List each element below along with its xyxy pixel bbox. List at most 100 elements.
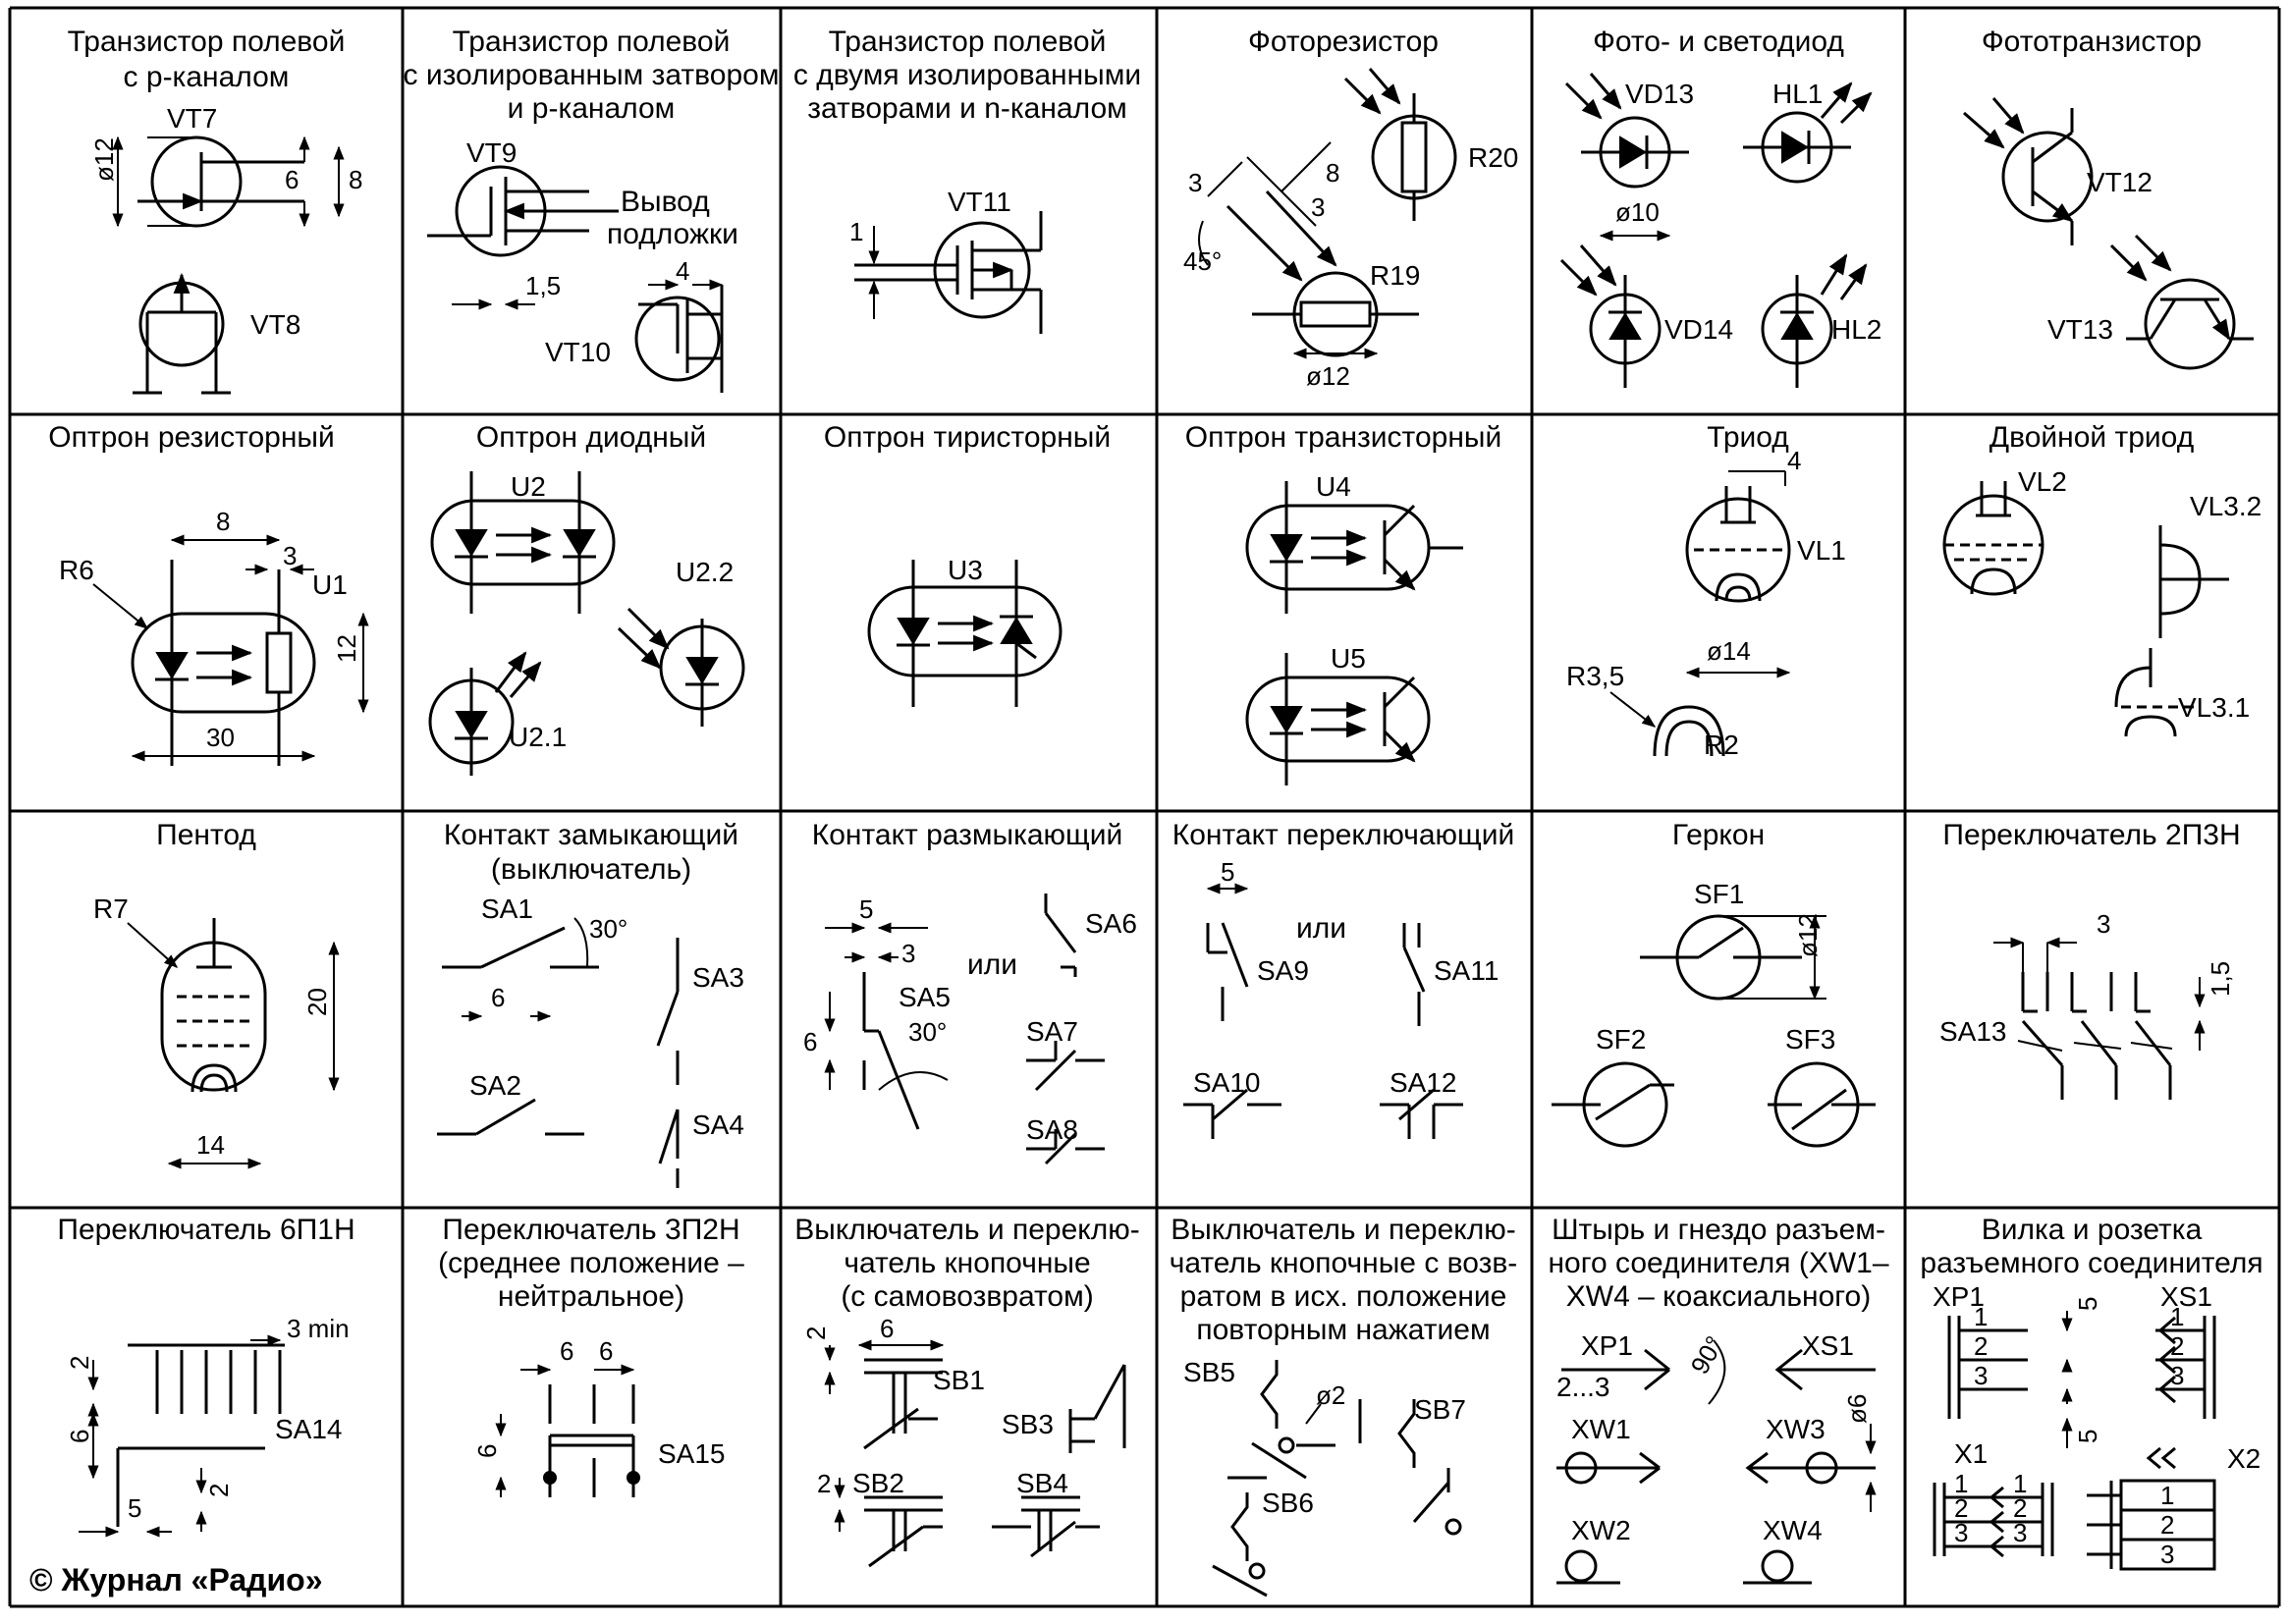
cell-caption: затворами и n-каналом xyxy=(807,92,1127,125)
dimension-label: 2 xyxy=(801,1326,831,1340)
dimension-label: 6 xyxy=(65,1430,94,1443)
dimension-label: 3 xyxy=(2097,909,2110,939)
cell-caption: Вилка и розетка xyxy=(1982,1214,2203,1246)
cell-caption: с p-каналом xyxy=(124,61,290,93)
cell-caption: разъемного соединителя xyxy=(1920,1247,2262,1279)
cell-caption: ратом в исх. положение xyxy=(1180,1280,1507,1313)
table-grid xyxy=(8,6,2281,1608)
dimension-label: 1,5 xyxy=(525,271,561,300)
transistor-optocoupler-icon xyxy=(1245,481,1463,785)
annotation-label: Вывод xyxy=(621,186,710,218)
cell-caption: нейтральное) xyxy=(498,1280,684,1313)
cell-switch-3p2n: Переключатель 3П2Н (среднее положение – … xyxy=(438,1214,744,1497)
cell-double-triode: Двойной триод VL2 VL3.2 VL3.1 xyxy=(1942,421,2262,737)
cell-break-contact: Контакт размыкающий SA6 SA5 SA7 SA8 или … xyxy=(803,819,1137,1165)
dimension-label: 3 xyxy=(1188,168,1202,197)
cell-caption: Контакт размыкающий xyxy=(812,819,1123,851)
cell-caption: Контакт переключающий xyxy=(1172,819,1514,851)
dimension-label: 6 xyxy=(560,1336,573,1366)
component-label: SF1 xyxy=(1694,879,1744,909)
dimension-label: 2 xyxy=(817,1469,831,1498)
dimension-label: 6 xyxy=(491,983,505,1012)
cell-plug-socket: Вилка и розетка разъемного соединителя xyxy=(1920,1214,2263,1571)
cell-caption: Переключатель 6П1Н xyxy=(57,1214,354,1246)
cell-make-contact: Контакт замыкающий (выключатель) SA1 SA3… xyxy=(437,819,744,1188)
or-label: или xyxy=(967,948,1017,981)
component-label: VT8 xyxy=(250,309,300,340)
cell-caption: Переключатель 2П3Н xyxy=(1942,819,2240,851)
component-label: XS1 xyxy=(2160,1281,2212,1312)
dimension-label: 5 xyxy=(1221,857,1234,887)
dimension-label: 3 xyxy=(283,541,297,570)
cell-caption: Двойной триод xyxy=(1989,421,2194,454)
pin-number: 2 xyxy=(1974,1331,1988,1361)
cell-caption: (выключатель) xyxy=(491,853,691,886)
component-label: SA8 xyxy=(1026,1114,1078,1145)
cell-photodiode-led: Фото- и светодиод xyxy=(1559,26,1881,388)
dimension-label: 3 min xyxy=(287,1314,350,1343)
pin-number: 2 xyxy=(2170,1331,2184,1361)
cell-switch-2p3n: Переключатель 2П3Н SA13 3 1,5 xyxy=(1939,819,2241,1100)
cell-caption: Оптрон транзисторный xyxy=(1185,421,1501,454)
component-label: R3,5 xyxy=(1566,661,1624,691)
pin-number: 1 xyxy=(1954,1469,1968,1498)
dimension-label: 1,5 xyxy=(2206,961,2235,997)
cell-pentode: Пентод R7 20 14 xyxy=(93,819,340,1169)
dimension-label: 6 xyxy=(880,1314,894,1343)
component-label: VT12 xyxy=(2087,167,2153,197)
dimension-label: 4 xyxy=(1787,446,1801,475)
component-label: SA10 xyxy=(1193,1067,1261,1098)
mosfet-p-channel-icon xyxy=(427,165,724,393)
component-label: SA13 xyxy=(1939,1016,2007,1047)
dimension-label: 6 xyxy=(285,165,299,194)
component-label: SB5 xyxy=(1183,1357,1235,1387)
pentode-icon xyxy=(160,918,267,1093)
jfet-p-channel-icon xyxy=(133,135,304,395)
cell-caption: повторным нажатием xyxy=(1196,1314,1490,1346)
component-label: X2 xyxy=(2227,1443,2261,1474)
component-label: VL1 xyxy=(1797,535,1846,566)
pin-number: 1 xyxy=(1974,1302,1988,1331)
dimension-label: 6 xyxy=(803,1027,817,1056)
cell-caption: с двумя изолированными xyxy=(793,59,1141,91)
dimension-label: 20 xyxy=(302,988,332,1016)
cell-caption: Пентод xyxy=(156,819,256,851)
dimension-label: ø12 xyxy=(89,137,119,182)
dimension-label: 5 xyxy=(859,894,873,924)
dimension-label: 8 xyxy=(216,507,230,536)
component-label: 2...3 xyxy=(1556,1372,1609,1402)
annotation-label: подложки xyxy=(607,218,738,250)
dimension-label: 6 xyxy=(472,1444,502,1458)
dimension-label: ø12 xyxy=(1306,361,1350,391)
cell-caption: Оптрон диодный xyxy=(476,421,706,454)
cell-transistor-optocoupler: Оптрон транзисторный U4 U5 xyxy=(1185,421,1501,785)
copyright-text: © Журнал «Радио» xyxy=(29,1562,323,1597)
dimension-label: 30 xyxy=(206,723,235,752)
dimension-label: 5 xyxy=(2073,1430,2102,1443)
cell-caption: Фото- и светодиод xyxy=(1593,26,1844,58)
component-label: R6 xyxy=(59,555,94,585)
dimension-label: 2 xyxy=(65,1356,94,1370)
component-label: R20 xyxy=(1468,142,1518,173)
dimension-label: 30° xyxy=(908,1017,947,1047)
dimension-label: 2 xyxy=(204,1484,234,1497)
component-label: VT11 xyxy=(948,187,1011,217)
component-label: SA6 xyxy=(1085,908,1137,939)
dimension-label: ø10 xyxy=(1615,197,1660,227)
dimension-label: 3 xyxy=(1311,192,1325,222)
cell-resistor-optocoupler: Оптрон резисторный R6 U1 8 3 12 30 xyxy=(48,421,369,766)
component-label: U5 xyxy=(1331,643,1366,674)
component-label: VT9 xyxy=(466,137,517,168)
cell-caption: Оптрон тиристорный xyxy=(824,421,1111,454)
dimension-label: 12 xyxy=(332,634,361,663)
cell-caption: Геркон xyxy=(1672,819,1765,851)
dimension-label: ø6 xyxy=(1842,1394,1872,1424)
cell-mosfet-p-channel: Транзистор полевой с изолированным затво… xyxy=(404,26,779,393)
pin-socket-icon xyxy=(1556,1348,1876,1585)
component-label: VT7 xyxy=(167,103,217,134)
component-label: XP1 xyxy=(1933,1281,1985,1312)
cell-caption: (с самовозвратом) xyxy=(841,1280,1093,1313)
component-label: HL2 xyxy=(1831,314,1881,345)
component-label: SA1 xyxy=(481,893,533,924)
component-label: SB3 xyxy=(1002,1409,1054,1439)
